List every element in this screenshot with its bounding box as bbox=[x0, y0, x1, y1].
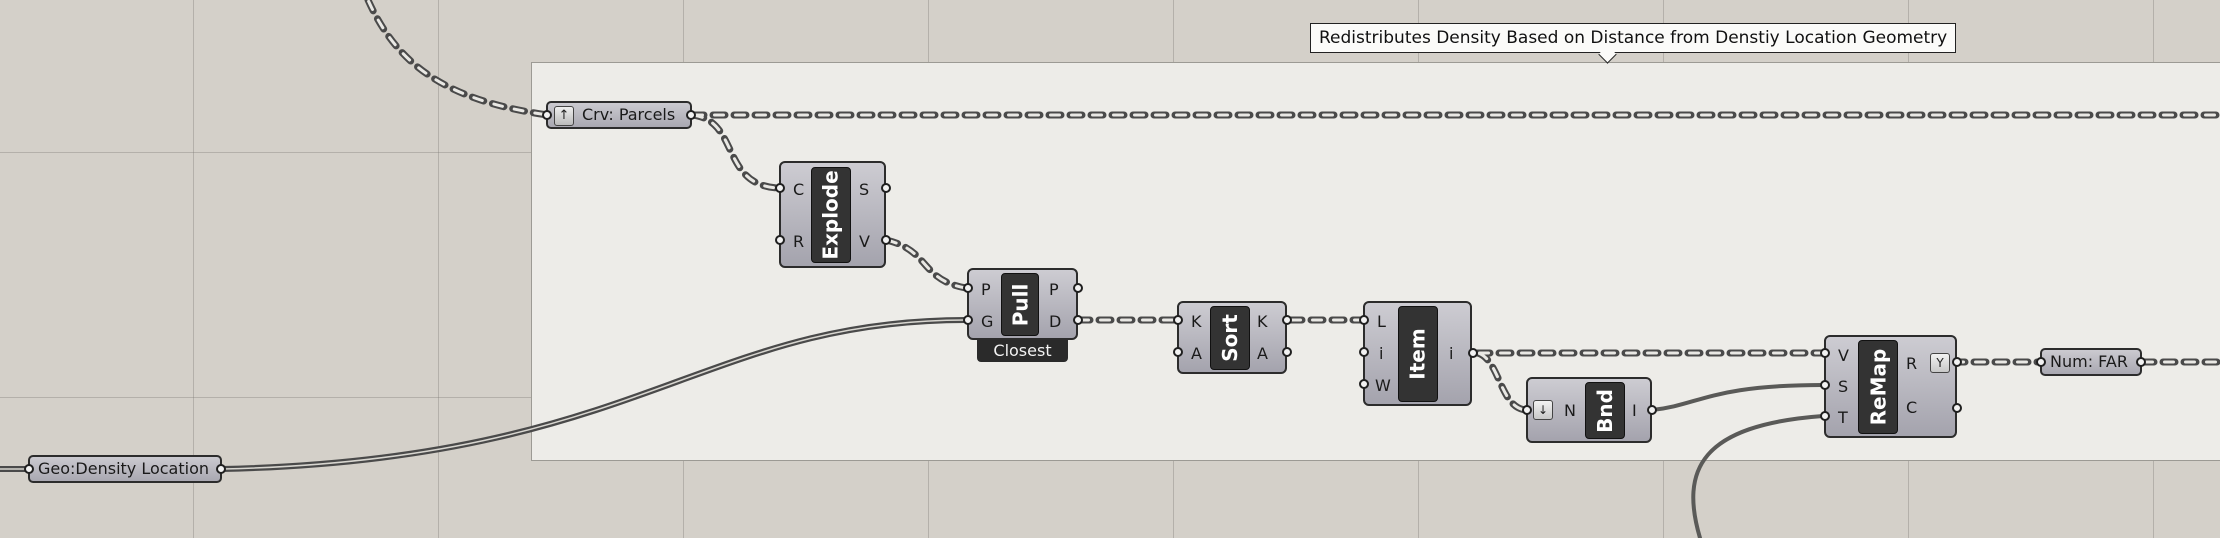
sort-input-k: K bbox=[1191, 312, 1202, 331]
explode-output-s: S bbox=[859, 180, 870, 199]
remap-r-output-grip[interactable] bbox=[1952, 357, 1962, 367]
wire-item-bnd bbox=[1474, 349, 1530, 414]
item-input-l: L bbox=[1377, 312, 1386, 331]
bnd-input-n: N bbox=[1564, 401, 1576, 420]
item-input-i: i bbox=[1379, 344, 1384, 363]
pull-p-output-grip[interactable] bbox=[1073, 283, 1083, 293]
bnd-title: Bnd bbox=[1585, 382, 1625, 439]
item-w-input-grip[interactable] bbox=[1359, 379, 1369, 389]
parcels-param[interactable]: ↑Crv: Parcels bbox=[546, 101, 692, 129]
item-title: Item bbox=[1398, 306, 1438, 402]
sort-k-input-grip[interactable] bbox=[1173, 315, 1183, 325]
explode-input-r: R bbox=[793, 232, 805, 251]
pull-g-input-grip[interactable] bbox=[963, 315, 973, 325]
explode-r-grip[interactable] bbox=[775, 235, 785, 245]
pull-input-p: P bbox=[981, 280, 991, 299]
sort-a-input-grip[interactable] bbox=[1173, 347, 1183, 357]
bnd-n-input-grip[interactable] bbox=[1522, 405, 1532, 415]
explode-component[interactable]: C R Explode S V bbox=[779, 161, 886, 268]
remap-v-input-grip[interactable] bbox=[1820, 348, 1830, 358]
pull-p-input-grip[interactable] bbox=[963, 283, 973, 293]
pull-output-d: D bbox=[1049, 312, 1062, 331]
sort-k-output-grip[interactable] bbox=[1282, 315, 1292, 325]
pull-title: Pull bbox=[1001, 273, 1039, 336]
explode-output-v: V bbox=[859, 232, 870, 251]
wire-density-pull bbox=[219, 317, 969, 472]
explode-v-grip[interactable] bbox=[881, 235, 891, 245]
sort-input-a: A bbox=[1191, 344, 1202, 363]
item-output-i: i bbox=[1449, 344, 1454, 363]
remap-component[interactable]: V S T ReMap R C Y bbox=[1824, 335, 1957, 438]
graft-y-icon[interactable]: Y bbox=[1930, 353, 1950, 373]
arrow-up-icon: ↑ bbox=[554, 106, 574, 126]
parcels-input-grip[interactable] bbox=[542, 110, 552, 120]
group-note: Redistributes Density Based on Distance … bbox=[1310, 23, 1957, 53]
pull-component[interactable]: P G Pull P D bbox=[967, 268, 1078, 340]
pull-sublabel: Closest bbox=[977, 340, 1068, 362]
remap-output-c: C bbox=[1906, 398, 1918, 417]
sort-a-output-grip[interactable] bbox=[1282, 347, 1292, 357]
pull-d-output-grip[interactable] bbox=[1073, 315, 1083, 325]
sort-component[interactable]: K A Sort K A bbox=[1177, 301, 1287, 374]
remap-input-s: S bbox=[1838, 377, 1849, 396]
arrow-down-icon: ↓ bbox=[1533, 400, 1553, 420]
item-i-input-grip[interactable] bbox=[1359, 347, 1369, 357]
item-l-input-grip[interactable] bbox=[1359, 315, 1369, 325]
remap-title: ReMap bbox=[1858, 340, 1898, 434]
explode-s-grip[interactable] bbox=[881, 183, 891, 193]
pull-output-p: P bbox=[1049, 280, 1059, 299]
item-i-output-grip[interactable] bbox=[1468, 348, 1478, 358]
far-param[interactable]: Num: FAR bbox=[2040, 348, 2142, 376]
far-input-grip[interactable] bbox=[2036, 357, 2046, 367]
item-input-w: W bbox=[1375, 376, 1391, 395]
density-location-input-grip[interactable] bbox=[24, 464, 34, 474]
sort-output-a: A bbox=[1257, 344, 1268, 363]
explode-title: Explode bbox=[811, 167, 851, 263]
wire-parcels-explode bbox=[688, 111, 782, 192]
bnd-component[interactable]: ↓ N Bnd I bbox=[1526, 377, 1652, 443]
pull-input-g: G bbox=[981, 312, 994, 331]
density-location-param[interactable]: Geo:Density Location bbox=[28, 455, 222, 483]
far-output-grip[interactable] bbox=[2136, 357, 2146, 367]
sort-output-k: K bbox=[1257, 312, 1268, 331]
remap-c-output-grip[interactable] bbox=[1952, 403, 1962, 413]
density-location-output-grip[interactable] bbox=[216, 464, 226, 474]
sort-title: Sort bbox=[1210, 306, 1250, 370]
bnd-i-output-grip[interactable] bbox=[1647, 405, 1657, 415]
item-component[interactable]: L i W Item i bbox=[1363, 301, 1472, 406]
remap-s-input-grip[interactable] bbox=[1820, 380, 1830, 390]
remap-input-v: V bbox=[1838, 346, 1849, 365]
parcels-output-grip[interactable] bbox=[686, 110, 696, 120]
bnd-output-i: I bbox=[1632, 401, 1637, 420]
wire-bnd-remap bbox=[1650, 383, 1825, 412]
wire-into-parcels bbox=[364, 0, 552, 119]
explode-c-grip[interactable] bbox=[775, 183, 785, 193]
wire-into-remap-t bbox=[1691, 414, 1825, 538]
remap-input-t: T bbox=[1838, 408, 1848, 427]
explode-input-c: C bbox=[793, 180, 805, 199]
remap-t-input-grip[interactable] bbox=[1820, 411, 1830, 421]
remap-output-r: R bbox=[1906, 354, 1918, 373]
